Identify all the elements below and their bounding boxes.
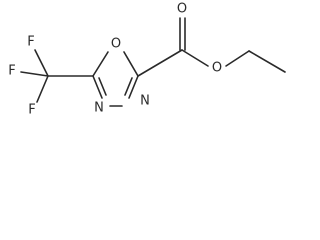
bond-cf3-f-bottom	[36, 75, 49, 103]
bond-ch2-ch3	[248, 50, 286, 73]
bond-n4-c5-inner	[98, 77, 107, 96]
atom-ester-oxygen: O	[212, 61, 222, 76]
atom-ring-nitrogen-right: N	[140, 94, 150, 109]
atom-fluorine-bottom: F	[28, 103, 35, 118]
bond-n4-c5	[92, 75, 103, 99]
atom-ring-oxygen: O	[111, 37, 121, 52]
bond-c5-o1	[92, 51, 109, 77]
atom-fluorine-left: F	[8, 64, 15, 79]
atom-carbonyl-oxygen: O	[177, 2, 187, 17]
bond-ester-o-ch2	[225, 50, 250, 67]
atom-fluorine-top: F	[27, 35, 34, 50]
bond-cf3-f-top	[34, 49, 49, 77]
bond-c2-carbonyl	[137, 49, 183, 77]
chemical-structure: F F F O N N O O	[8, 2, 286, 118]
bond-o1-c2	[123, 51, 139, 77]
bond-carbonyl-ester-o	[181, 49, 209, 67]
atom-ring-nitrogen-left: N	[94, 101, 104, 116]
bond-cf3-f-left	[20, 71, 49, 77]
bond-c2-n3	[128, 75, 139, 99]
bond-c2-n3-inner	[124, 77, 133, 96]
